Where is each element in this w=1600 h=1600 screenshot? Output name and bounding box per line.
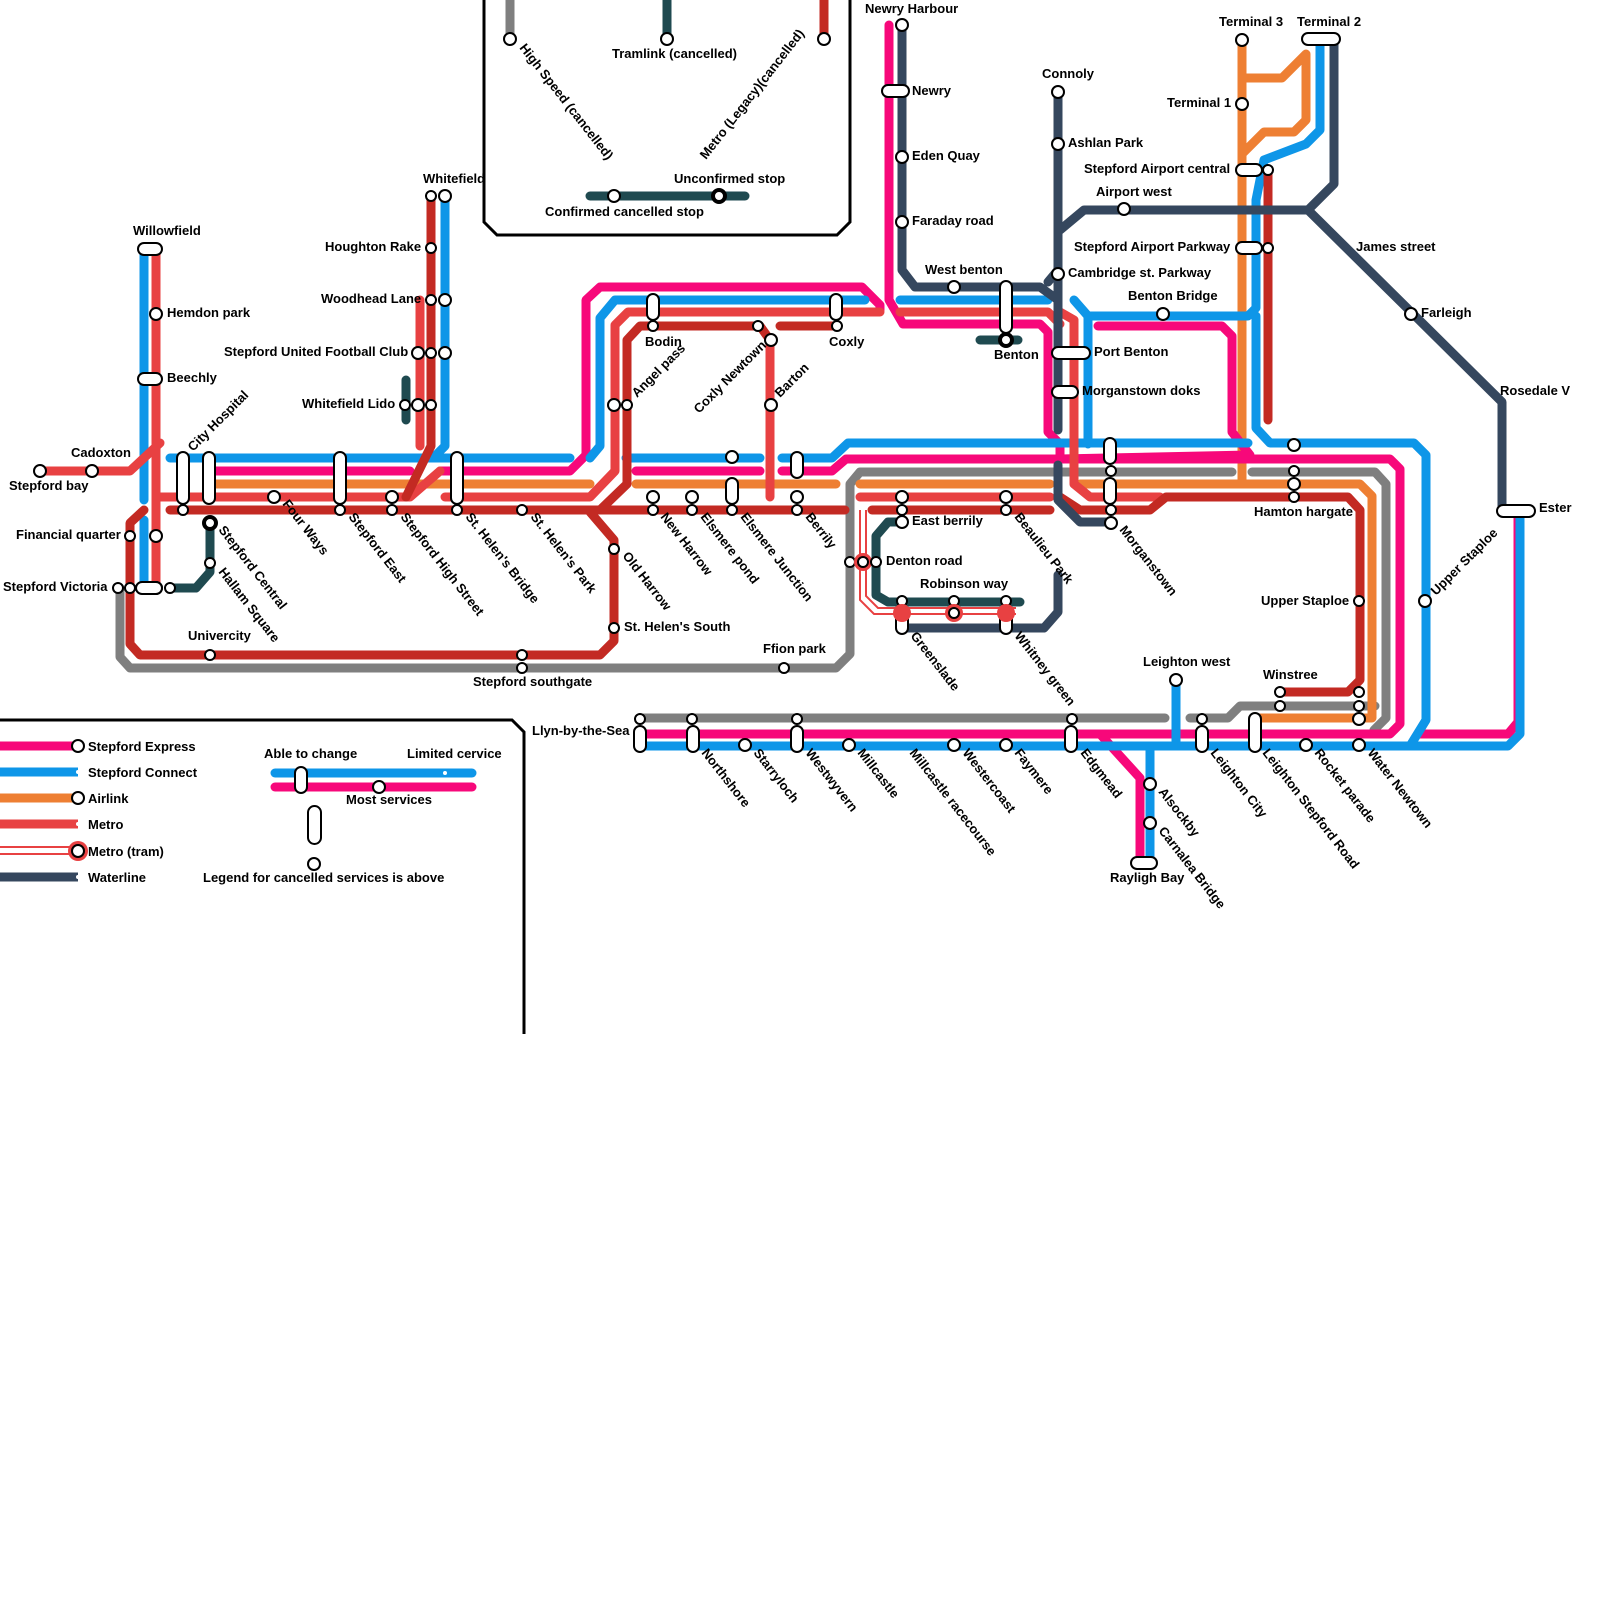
label-whitney-green: Whitney green bbox=[1012, 629, 1079, 709]
label-westwyvern: Westwyvern bbox=[803, 746, 861, 815]
label-stepford-bay: Stepford bay bbox=[9, 478, 89, 493]
label-millcastle: Millcastle bbox=[855, 746, 903, 801]
label-newry-harbour: Newry Harbour bbox=[865, 1, 958, 16]
label-terminal-2: Terminal 2 bbox=[1297, 14, 1361, 29]
label-greenslade: Greenslade bbox=[908, 629, 963, 694]
label-univercity: Univercity bbox=[188, 628, 252, 643]
label-james-street: James street bbox=[1356, 239, 1436, 254]
label-willowfield: Willowfield bbox=[133, 223, 201, 238]
metro-dark-line bbox=[125, 165, 1365, 697]
legend-metro: Metro bbox=[88, 817, 123, 832]
lines bbox=[35, 20, 1525, 865]
unconfirmed-stop-label: Unconfirmed stop bbox=[674, 171, 785, 186]
main-legend-box: Stepford Express Stepford Connect Airlin… bbox=[0, 718, 526, 1034]
label-stepford-united-fc: Stepford United Football Club bbox=[224, 344, 408, 359]
label-eden-quay: Eden Quay bbox=[912, 148, 981, 163]
legend-airlink: Airlink bbox=[88, 791, 129, 806]
label-angel-pass: Angel pass bbox=[629, 340, 689, 400]
label-airport-west: Airport west bbox=[1096, 184, 1173, 199]
label-st-helens-park: St. Helen's Park bbox=[528, 510, 600, 597]
label-cambridge-st-parkway: Cambridge st. Parkway bbox=[1068, 265, 1212, 280]
label-stepford-victoria: Stepford Victoria bbox=[3, 579, 108, 594]
stop-markers bbox=[33, 18, 1432, 830]
label-st-helens-south: St. Helen's South bbox=[624, 619, 730, 634]
label-llyn-by-the-sea: Llyn-by-the-Sea bbox=[532, 723, 630, 738]
label-northshore: Northshore bbox=[699, 746, 754, 810]
label-port-benton: Port Benton bbox=[1094, 344, 1168, 359]
label-winstree: Winstree bbox=[1263, 667, 1318, 682]
label-upper-staploe-e: Upper Staploe bbox=[1428, 525, 1501, 598]
label-newry: Newry bbox=[912, 83, 952, 98]
label-morganstown: Morganstown bbox=[1117, 523, 1181, 599]
label-leighton-west: Leighton west bbox=[1143, 654, 1231, 669]
high-speed-cancelled-label: High Speed (cancelled) bbox=[517, 41, 617, 163]
label-hamton-hargate: Hamton hargate bbox=[1254, 504, 1353, 519]
label-city-hospital: City Hospital bbox=[185, 387, 252, 454]
label-westercoast: Westercoast bbox=[960, 746, 1020, 816]
legend-waterline: Waterline bbox=[88, 870, 146, 885]
label-starryloch: Starryloch bbox=[751, 746, 802, 806]
label-beechly: Beechly bbox=[167, 370, 218, 385]
legend-able-to-change: Able to change bbox=[264, 746, 357, 761]
label-houghton-rake: Houghton Rake bbox=[325, 239, 421, 254]
label-berrily: Berrily bbox=[803, 510, 841, 552]
label-leighton-stepford-road: Leighton Stepford Road bbox=[1260, 746, 1363, 872]
label-faraday-road: Faraday road bbox=[912, 213, 994, 228]
label-cadoxton: Cadoxton bbox=[71, 445, 131, 460]
unconfirmed-stop-sample bbox=[711, 188, 727, 204]
label-benton: Benton bbox=[994, 347, 1039, 362]
label-stepford-airport-central: Stepford Airport central bbox=[1084, 161, 1230, 176]
tramlink-cancelled-label: Tramlink (cancelled) bbox=[612, 46, 737, 61]
label-financial-quarter: Financial quarter bbox=[16, 527, 121, 542]
label-coxly: Coxly bbox=[829, 334, 865, 349]
label-upper-staploe-w: Upper Staploe bbox=[1261, 593, 1349, 608]
cancelled-legend-box: Tramlink (cancelled) High Speed (cancell… bbox=[482, 0, 852, 237]
legend-metro-tram: Metro (tram) bbox=[88, 844, 164, 859]
label-stepford-southgate: Stepford southgate bbox=[473, 674, 592, 689]
label-rayligh-bay: Rayligh Bay bbox=[1110, 870, 1185, 885]
label-benton-bridge: Benton Bridge bbox=[1128, 288, 1218, 303]
label-ashlan-park: Ashlan Park bbox=[1068, 135, 1144, 150]
legend-cancelled-note: Legend for cancelled services is above bbox=[203, 870, 444, 885]
label-bodin: Bodin bbox=[645, 334, 682, 349]
label-farleigh: Farleigh bbox=[1421, 305, 1472, 320]
label-hemdon-park: Hemdon park bbox=[167, 305, 251, 320]
legend-stepford-connect: Stepford Connect bbox=[88, 765, 198, 780]
label-whitefield-lido: Whitefield Lido bbox=[302, 396, 395, 411]
label-west-benton: West benton bbox=[925, 262, 1003, 277]
label-east-berrily: East berrily bbox=[912, 513, 984, 528]
label-coxly-newtown: Coxly Newtown bbox=[691, 338, 770, 417]
label-ester: Ester bbox=[1539, 500, 1572, 515]
label-barton: Barton bbox=[772, 360, 812, 400]
label-whitefield: Whitefield bbox=[423, 171, 485, 186]
legend-most-services: Most services bbox=[346, 792, 432, 807]
label-rosedale-v: Rosedale V bbox=[1500, 383, 1570, 398]
label-faymere: Faymere bbox=[1012, 746, 1057, 797]
high-speed-line bbox=[115, 467, 1391, 735]
label-connoly: Connoly bbox=[1042, 66, 1095, 81]
legend-limited-service: Limited cervice bbox=[407, 746, 502, 761]
legend-stepford-express: Stepford Express bbox=[88, 739, 196, 754]
label-morganstown-doks: Morganstown doks bbox=[1082, 383, 1200, 398]
label-ffion-park: Ffion park bbox=[763, 641, 827, 656]
label-beaulieu-park: Beaulieu Park bbox=[1012, 510, 1077, 588]
label-old-harrow: Old Harrow bbox=[620, 549, 676, 614]
label-terminal-3: Terminal 3 bbox=[1219, 14, 1283, 29]
label-terminal-1: Terminal 1 bbox=[1167, 95, 1231, 110]
stepford-express-line bbox=[209, 20, 1523, 865]
label-robinson-way: Robinson way bbox=[920, 576, 1009, 591]
label-stepford-airport-parkway: Stepford Airport Parkway bbox=[1074, 239, 1231, 254]
label-elsmere-junction: Elsmere Junction bbox=[738, 510, 817, 605]
confirmed-stop-label: Confirmed cancelled stop bbox=[545, 204, 704, 219]
label-denton-road: Denton road bbox=[886, 553, 963, 568]
label-woodhead-lane: Woodhead Lane bbox=[321, 291, 421, 306]
